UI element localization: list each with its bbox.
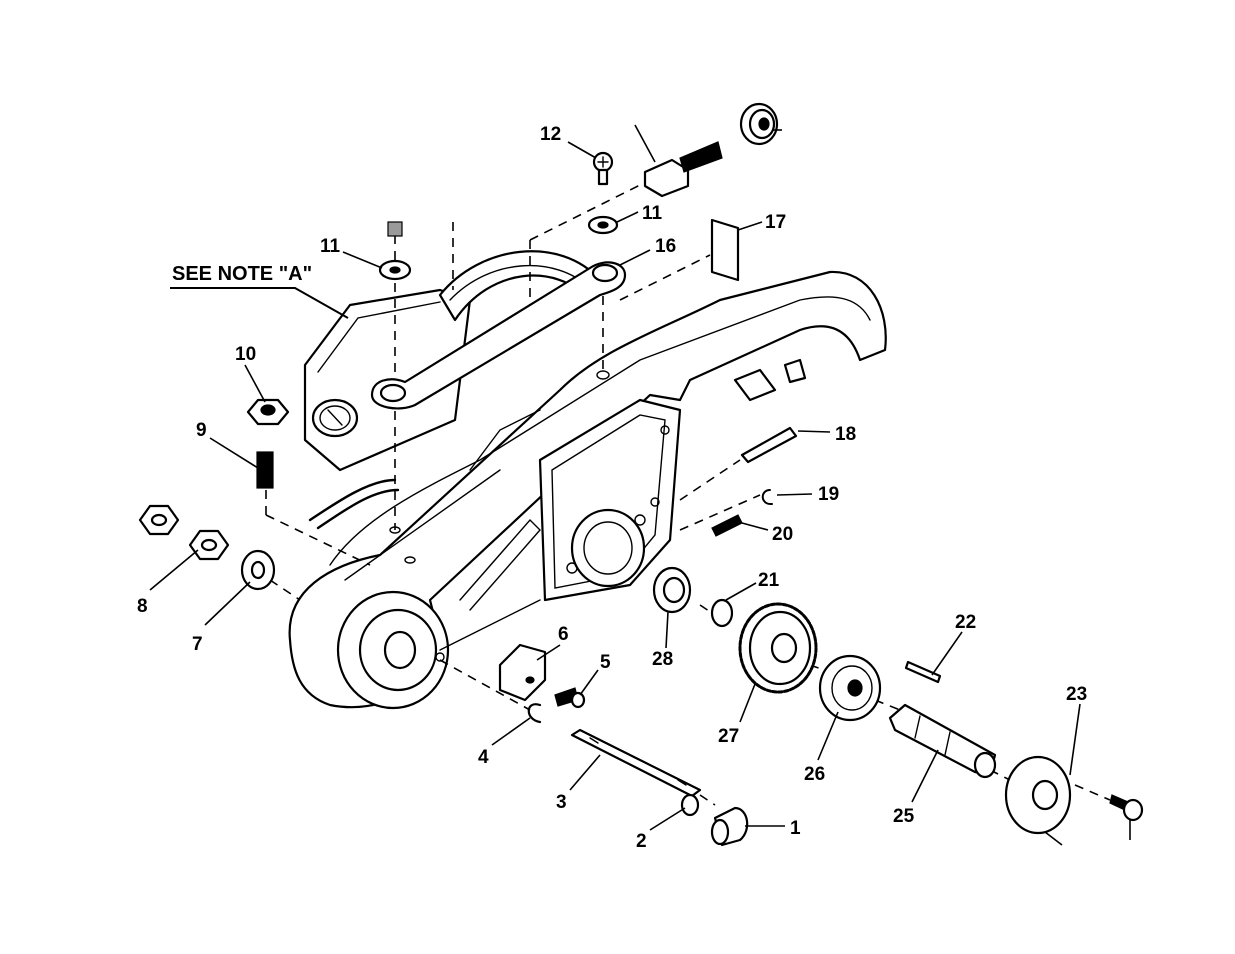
part-21-retaining-ring: [712, 600, 732, 626]
callout-25: 25: [893, 806, 915, 827]
callout-1: 1: [790, 818, 801, 839]
callout-16: 16: [655, 236, 676, 257]
part-9-set-screw: [257, 452, 273, 488]
callout-8: 8: [137, 596, 148, 617]
callout-11-left: 11: [320, 236, 341, 257]
part-25-spindle: [890, 705, 995, 777]
part-24-screw: [1110, 795, 1142, 820]
part-6-block: [500, 645, 545, 700]
part-2-ring: [682, 795, 698, 815]
part-11-washer-right: [589, 217, 617, 233]
part-7-washer: [242, 551, 274, 589]
part-1-sleeve: [712, 808, 747, 845]
callout-27: 27: [718, 726, 739, 747]
callout-22: 22: [955, 612, 976, 633]
part-17-label: [712, 220, 738, 280]
callout-28: 28: [652, 649, 673, 670]
callout-23: 23: [1066, 684, 1087, 705]
callout-21: 21: [758, 570, 780, 591]
callout-12: 12: [540, 124, 561, 145]
part-28-bearing: [654, 568, 690, 612]
part-18-pin: [742, 428, 796, 462]
callout-6: 6: [558, 624, 569, 645]
left-top-screw: [388, 222, 402, 236]
callout-20: 20: [772, 524, 793, 545]
part-26-clutch: [820, 656, 880, 720]
callout-5: 5: [600, 652, 611, 673]
callout-11-right: 11: [642, 203, 663, 224]
part-10-nut: [248, 400, 288, 424]
part-27-gear: [740, 604, 816, 692]
part-3-shaft: [572, 730, 700, 796]
callout-18: 18: [835, 424, 856, 445]
callout-7: 7: [192, 634, 203, 655]
part-5-screw: [555, 688, 584, 707]
part-11-washer-left: [380, 261, 410, 279]
part-8-nuts: [140, 506, 228, 559]
part-19-clip: [763, 490, 772, 504]
part-20-spring: [712, 515, 742, 536]
callout-4: 4: [478, 747, 489, 768]
brush-assembly: [645, 104, 777, 196]
callout-3: 3: [556, 792, 567, 813]
callout-10: 10: [235, 344, 256, 365]
part-4-e-clip: [529, 704, 540, 722]
part-12-screw: [594, 153, 612, 184]
part-23-bearing: [1006, 757, 1070, 833]
callout-9: 9: [196, 420, 207, 441]
callout-17: 17: [765, 212, 786, 233]
see-note-label: SEE NOTE "A": [172, 263, 312, 285]
callout-2: 2: [636, 831, 647, 852]
callout-19: 19: [818, 484, 839, 505]
callout-26: 26: [804, 764, 825, 785]
